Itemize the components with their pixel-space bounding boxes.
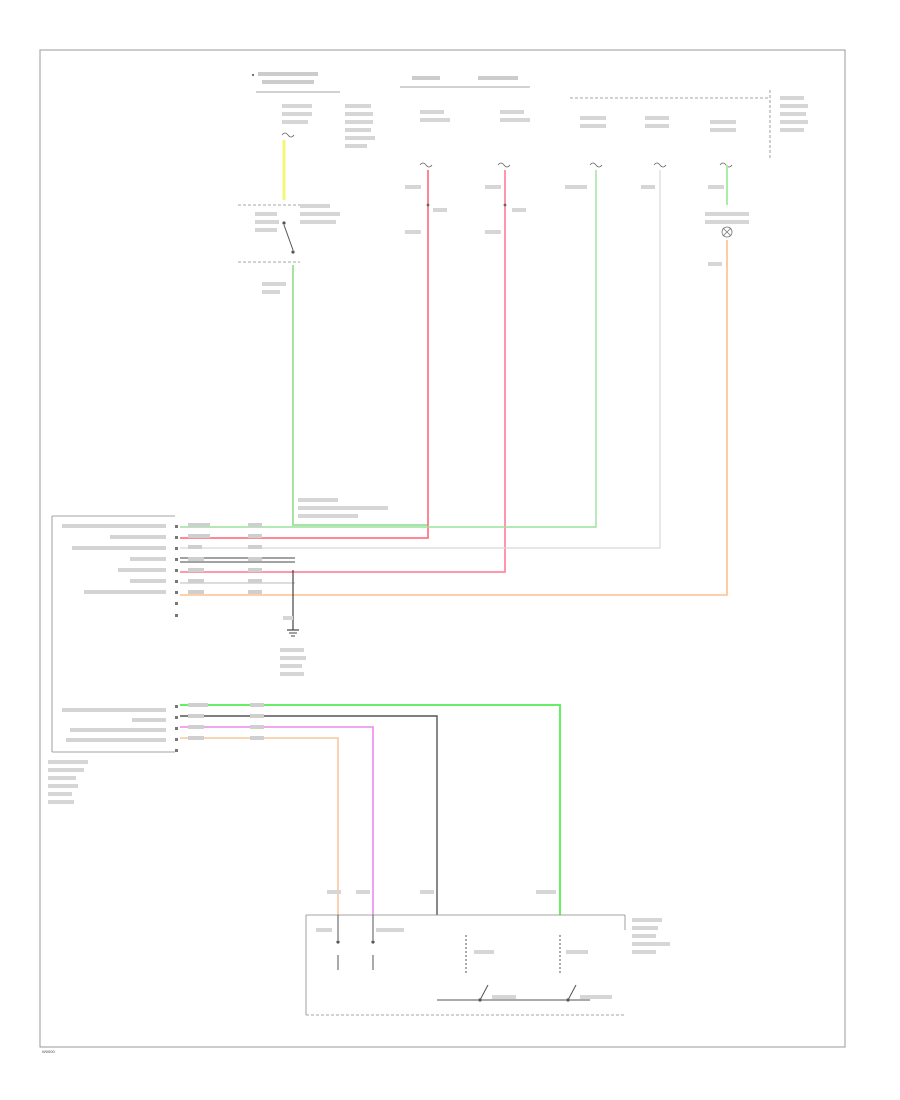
connector-pin-icon bbox=[175, 705, 178, 708]
fuse-icon bbox=[281, 132, 295, 138]
connector-pin-icon bbox=[175, 749, 178, 752]
switch-contact-icon bbox=[371, 940, 375, 944]
wire-violet bbox=[180, 726, 374, 915]
top-supply-labels bbox=[252, 72, 808, 160]
fuse-icon bbox=[419, 162, 433, 168]
switch-contact-icon bbox=[291, 250, 295, 254]
fuse-icon bbox=[653, 162, 667, 168]
lower-wire-labels bbox=[188, 703, 556, 894]
switch-contact-icon bbox=[336, 940, 340, 944]
wire-orange bbox=[180, 240, 728, 596]
wire-white bbox=[180, 170, 661, 549]
steering-wheel-switch bbox=[305, 914, 670, 1016]
connector-pin-icon bbox=[175, 580, 178, 583]
splice-icon bbox=[503, 203, 507, 207]
connector-pin-icon bbox=[175, 569, 178, 572]
splice-icon bbox=[426, 203, 430, 207]
switch-contact-icon bbox=[478, 998, 482, 1002]
wire-red-2 bbox=[180, 170, 506, 573]
park-neutral-switch bbox=[238, 204, 340, 294]
module-wire-stubs bbox=[180, 498, 388, 594]
connector-pin-icon bbox=[175, 558, 178, 561]
wire-red-1 bbox=[180, 170, 429, 539]
connector-pin-icon bbox=[175, 716, 178, 719]
switch-contact-icon bbox=[282, 221, 286, 225]
diagram-frame bbox=[39, 49, 846, 1048]
connector-pin-icon bbox=[175, 727, 178, 730]
wire-tag-labels bbox=[405, 185, 724, 266]
connector-pin-icon bbox=[175, 591, 178, 594]
footer-code: W0000 bbox=[42, 1049, 55, 1054]
wire-green-2 bbox=[180, 170, 597, 528]
connector-pin-icon bbox=[175, 525, 178, 528]
connector-pin-icon bbox=[175, 614, 178, 617]
connector-pin-icon bbox=[175, 536, 178, 539]
connector-pins bbox=[175, 525, 178, 752]
connector-pin-icon bbox=[175, 547, 178, 550]
wire-bright-green bbox=[180, 704, 561, 915]
switch-contact-icon bbox=[566, 998, 570, 1002]
wire-light-orange bbox=[180, 737, 339, 915]
control-module bbox=[48, 515, 175, 804]
connector-pin-icon bbox=[175, 602, 178, 605]
connector-pin-icon bbox=[175, 738, 178, 741]
fuse-icon bbox=[589, 162, 603, 168]
ground-icon bbox=[280, 570, 306, 676]
fuse-icon bbox=[497, 162, 511, 168]
indicator-lamp bbox=[705, 212, 749, 238]
wire-black bbox=[180, 715, 438, 915]
wire-green-1 bbox=[292, 265, 428, 526]
